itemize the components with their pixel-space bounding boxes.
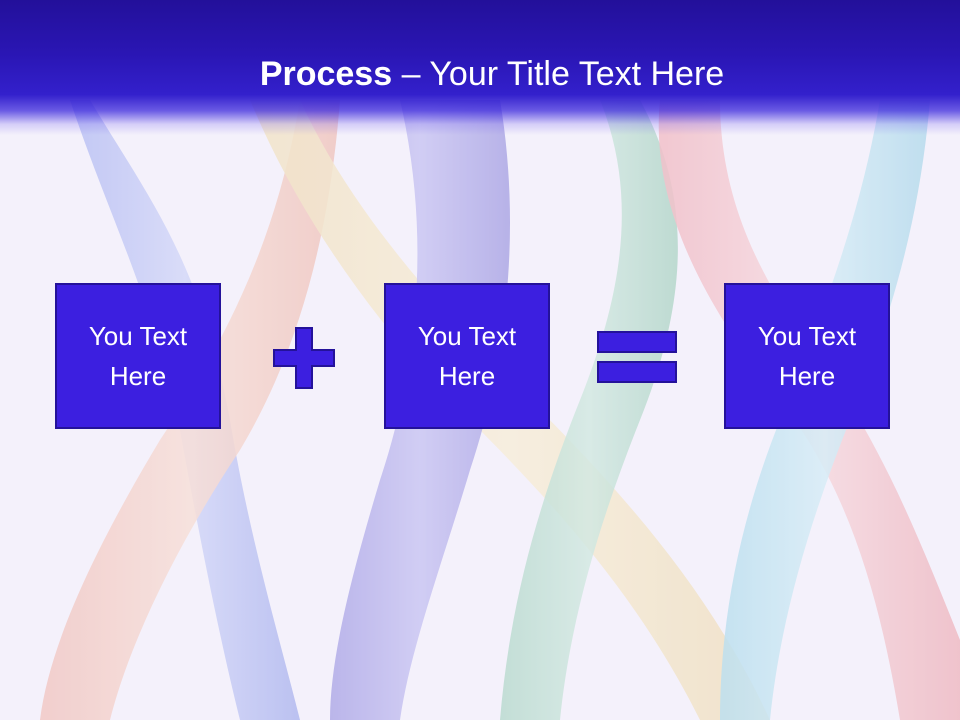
process-box-1-line-2: Here xyxy=(109,361,167,391)
plus-icon xyxy=(273,327,335,389)
title-rest: Your Title Text Here xyxy=(429,55,725,93)
header-band xyxy=(0,0,960,135)
process-box-2-line-1: You Text xyxy=(417,321,517,351)
process-box-3-text: You Text Here xyxy=(758,316,856,396)
process-box-2-text: You Text Here xyxy=(418,316,516,396)
process-box-1[interactable]: You Text Here xyxy=(55,283,221,429)
process-box-3[interactable]: You Text Here xyxy=(724,283,890,429)
process-box-1-text: You Text Here xyxy=(89,316,187,396)
process-box-2[interactable]: You Text Here xyxy=(384,283,550,429)
process-box-1-line-1: You Text xyxy=(88,321,188,351)
process-box-2-line-2: Here xyxy=(438,361,496,391)
slide-title: Process – Your Title Text Here xyxy=(0,52,960,96)
title-bold: Process xyxy=(259,55,393,93)
title-dash: – xyxy=(401,55,421,93)
process-box-3-line-1: You Text xyxy=(757,321,857,351)
equals-icon xyxy=(597,331,677,383)
process-box-3-line-2: Here xyxy=(778,361,836,391)
